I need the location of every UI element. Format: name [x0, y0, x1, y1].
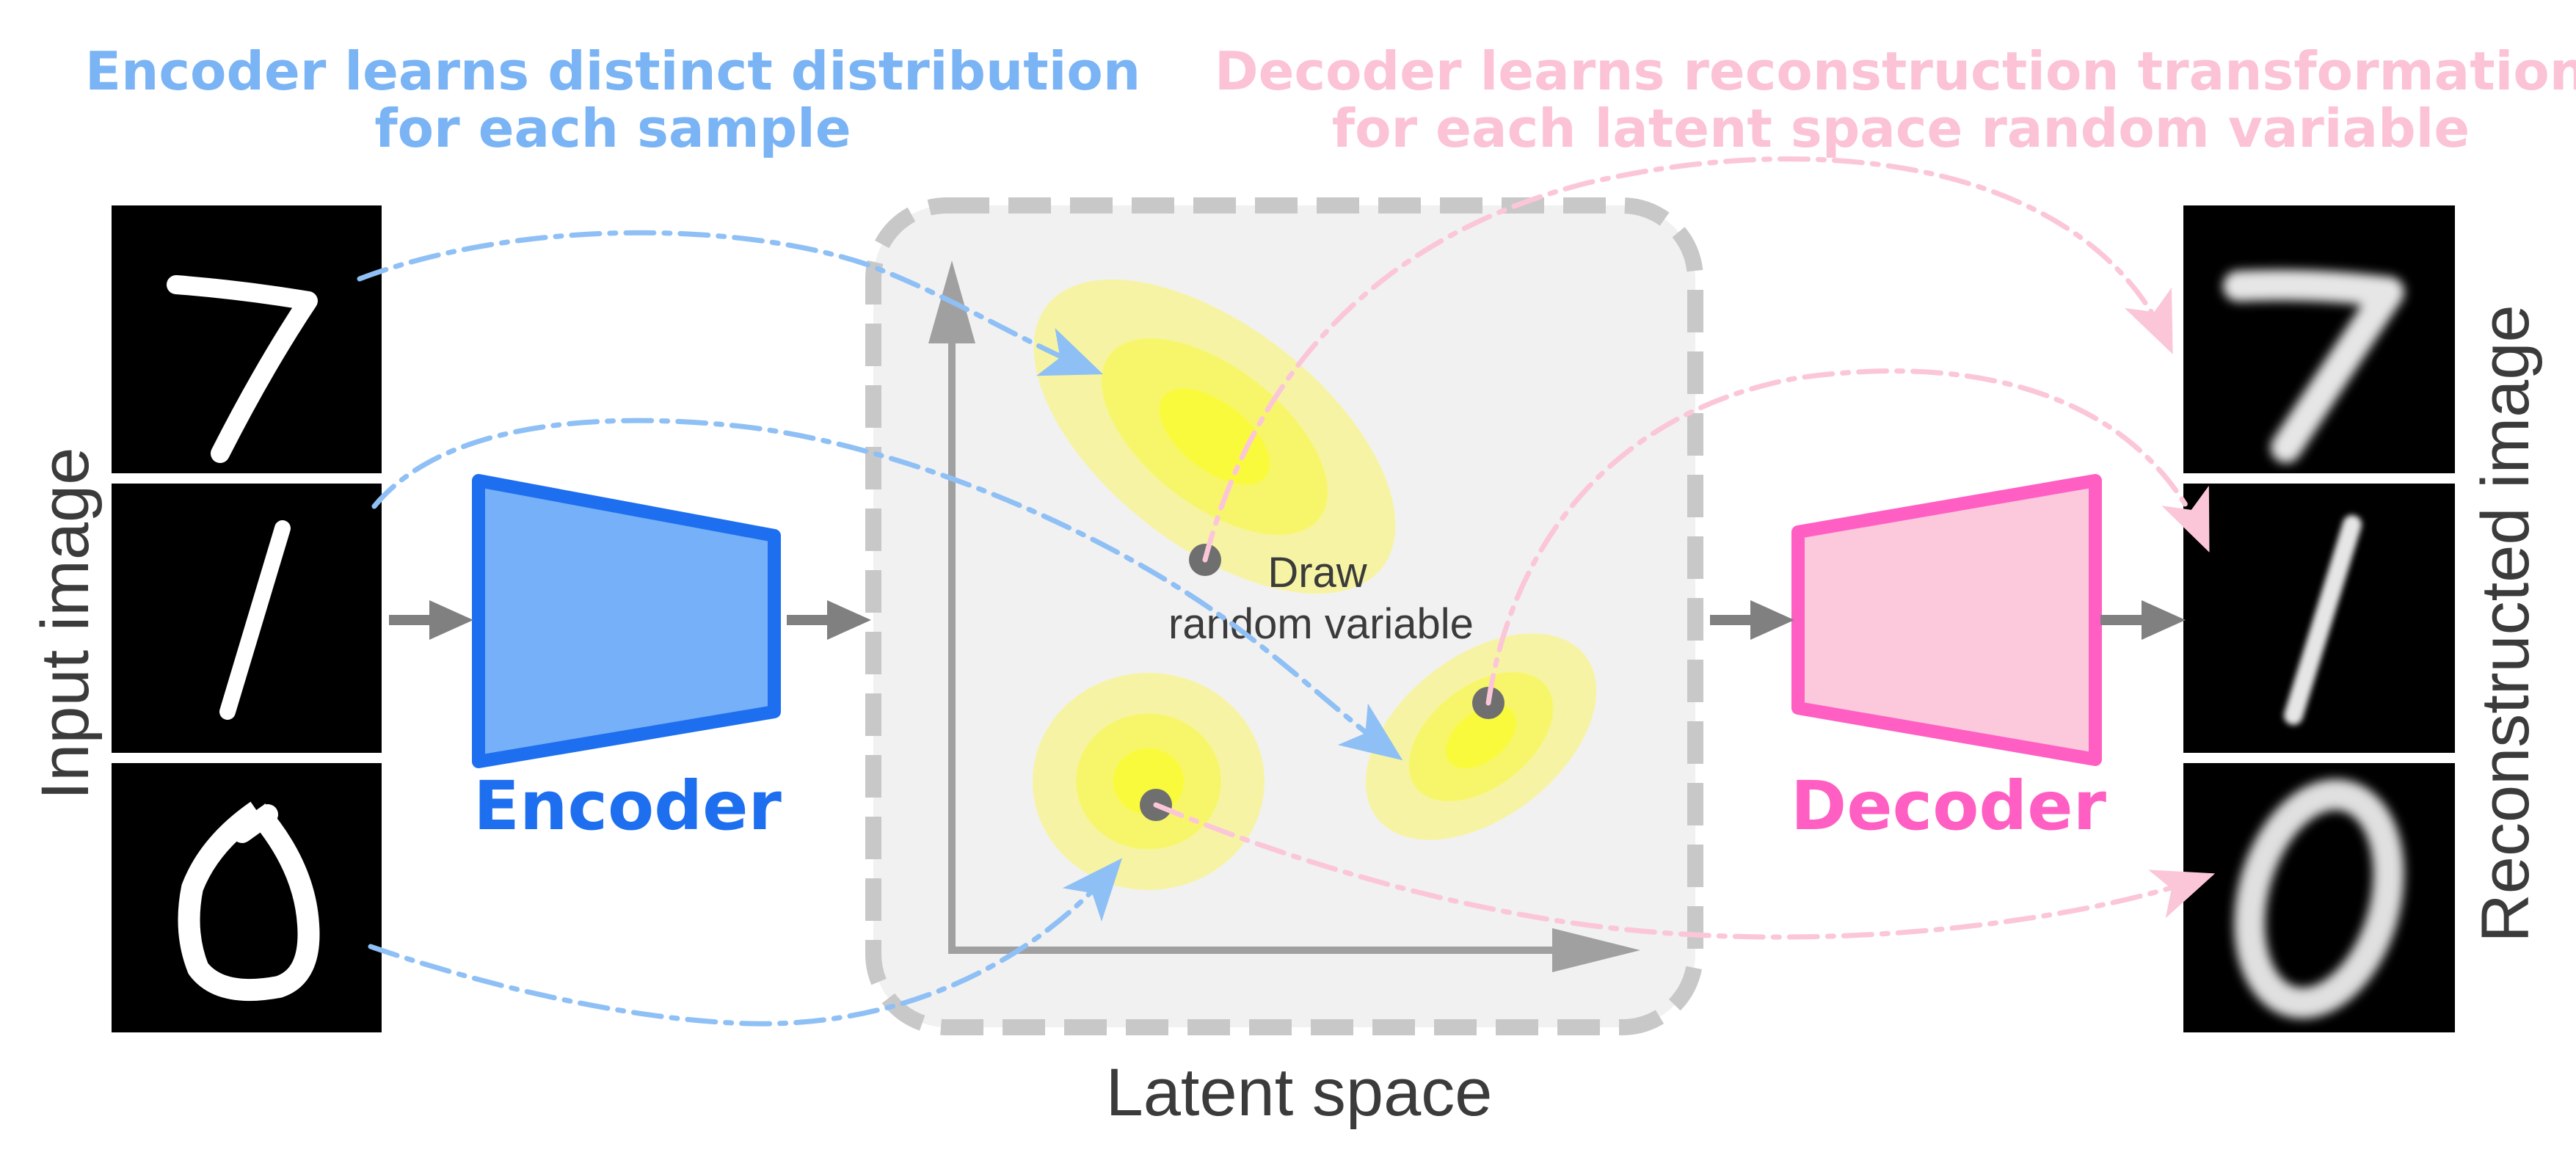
decoder-label: Decoder [1791, 767, 2107, 845]
input-image-1 [112, 484, 382, 753]
encoder-label: Encoder [473, 767, 782, 845]
encoder-arrow-7 [357, 230, 1104, 376]
encoder-arrow-1 [371, 418, 1403, 761]
decoder-header-line1: Decoder learns reconstruction transforma… [1215, 40, 2576, 102]
flow-arrows [389, 600, 2186, 640]
arrow-latent-to-decoder [1710, 600, 1794, 640]
arrow-encoder-to-latent [787, 600, 871, 640]
encoder-header-line1: Encoder learns distinct distribution [85, 40, 1140, 102]
decoder-block [1791, 474, 2102, 766]
arrow-input-to-encoder [389, 600, 473, 640]
output-image-7 [2183, 205, 2455, 473]
x-axis-arrowhead [1552, 928, 1640, 972]
encoder-block [472, 474, 781, 768]
gaussian-distribution-1 [1365, 633, 1597, 840]
input-image-column [112, 205, 382, 1032]
output-image-0 [2183, 763, 2455, 1032]
decoder-arrow-7 [1202, 156, 2173, 563]
encoder-arrow-0 [368, 858, 1123, 1027]
gaussian-distribution-7 [1033, 279, 1396, 594]
decoder-arrow-1 [1485, 368, 2210, 706]
encoder-mapping-arrows [357, 230, 1403, 1027]
latent-space-label: Latent space [1106, 1055, 1493, 1130]
reconstructed-image-label: Reconstructed image [2468, 305, 2543, 942]
output-image-1 [2183, 484, 2455, 753]
input-image-0 [112, 763, 382, 1032]
draw-label-line2: random variable [1168, 600, 1474, 648]
encoder-header-line2: for each sample [374, 98, 851, 159]
input-image-label: Input image [28, 448, 103, 801]
input-image-7 [112, 205, 382, 473]
decoder-mapping-arrows [1153, 156, 2216, 940]
decoder-header-line2: for each latent space random variable [1332, 98, 2470, 159]
output-image-column [2183, 205, 2455, 1032]
draw-label-line1: Draw [1267, 549, 1367, 597]
decoder-arrow-0 [1153, 802, 2216, 940]
gaussian-distribution-0 [1033, 673, 1265, 890]
arrow-decoder-to-output [2100, 600, 2186, 640]
